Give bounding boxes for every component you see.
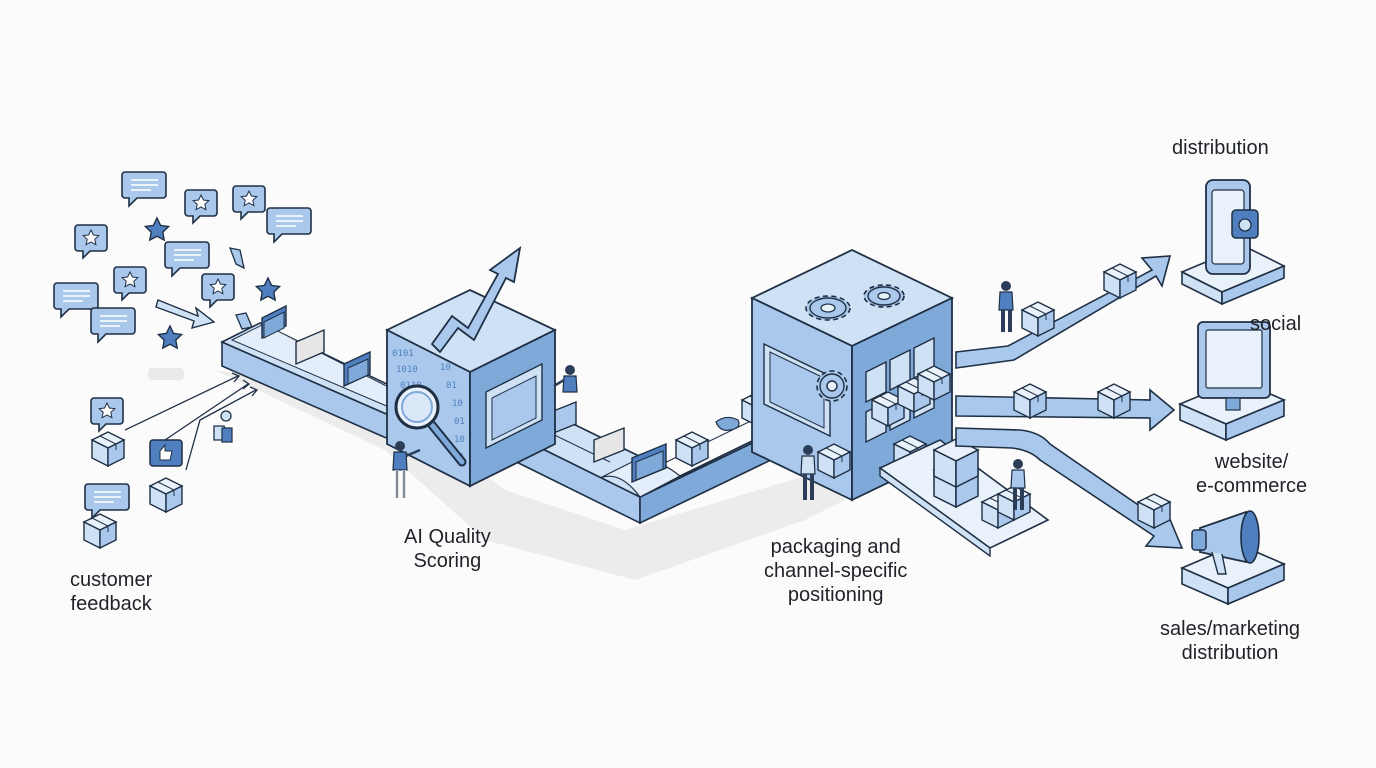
chat-bubble-icon xyxy=(184,189,218,224)
svg-text:0101: 0101 xyxy=(392,349,414,359)
feedback-sources xyxy=(83,372,259,549)
phone-icon xyxy=(1180,179,1286,306)
chat-bubble-icon xyxy=(90,397,124,432)
trend-arrow-icon xyxy=(430,245,522,354)
magnifier-icon xyxy=(394,384,467,467)
chat-bubble-icon xyxy=(201,273,235,308)
belt-items xyxy=(261,304,805,484)
label-website: website/ e-commerce xyxy=(1196,450,1307,498)
monitor-icon xyxy=(1177,321,1287,442)
label-line: customer xyxy=(70,569,153,591)
star-icon xyxy=(255,277,281,301)
chat-bubble-icon xyxy=(90,307,136,343)
person-icon xyxy=(213,410,233,443)
megaphone-icon xyxy=(1179,510,1287,606)
label-line: packaging and xyxy=(770,536,901,558)
label-line: feedback xyxy=(70,593,152,615)
label-customer-feedback: customer feedback xyxy=(70,568,152,616)
label-line: Scoring xyxy=(413,550,482,572)
label-line: sales/marketing xyxy=(1160,618,1301,640)
svg-text:10: 10 xyxy=(454,435,465,445)
svg-text:01: 01 xyxy=(454,417,465,427)
worker-icon xyxy=(800,445,816,500)
label-packaging: packaging and channel-specific positioni… xyxy=(764,535,907,607)
packaging-machine xyxy=(749,249,955,502)
chat-bubble-icon xyxy=(266,207,312,243)
gear-icon xyxy=(805,295,851,321)
label-line: e-commerce xyxy=(1196,475,1308,497)
gear-icon xyxy=(816,370,848,402)
svg-text:01: 01 xyxy=(446,381,457,391)
packing-station xyxy=(878,438,1050,558)
distribution-arrows xyxy=(955,255,1184,549)
chat-bubble-icon xyxy=(113,266,147,301)
worker-icon xyxy=(392,441,421,498)
feedback-cloud xyxy=(53,171,312,349)
svg-text:10: 10 xyxy=(452,399,463,409)
chat-bubble-icon xyxy=(74,224,108,259)
chat-bubble-icon xyxy=(232,185,266,220)
worker-icon xyxy=(998,281,1014,332)
label-line: channel-specific xyxy=(764,560,908,582)
svg-text:1010: 1010 xyxy=(396,365,418,375)
worker-icon xyxy=(553,365,578,393)
label-sales-marketing: sales/marketing distribution xyxy=(1160,617,1300,665)
svg-text:10: 10 xyxy=(440,363,451,373)
worker-icon xyxy=(1010,459,1026,510)
label-line: AI Quality xyxy=(404,526,491,548)
label-line: website/ xyxy=(1214,451,1289,473)
star-icon xyxy=(157,325,183,349)
label-social: social xyxy=(1250,313,1302,335)
chat-bubble-icon xyxy=(164,241,210,277)
label-distribution: distribution xyxy=(1172,137,1269,159)
chat-bubble-icon xyxy=(84,483,130,519)
gear-icon xyxy=(863,284,905,308)
label-line: positioning xyxy=(787,584,884,606)
label-ai-quality-scoring: AI Quality Scoring xyxy=(404,525,491,573)
star-icon xyxy=(144,217,170,241)
chat-bubble-icon xyxy=(121,171,167,207)
label-line: distribution xyxy=(1181,642,1279,664)
